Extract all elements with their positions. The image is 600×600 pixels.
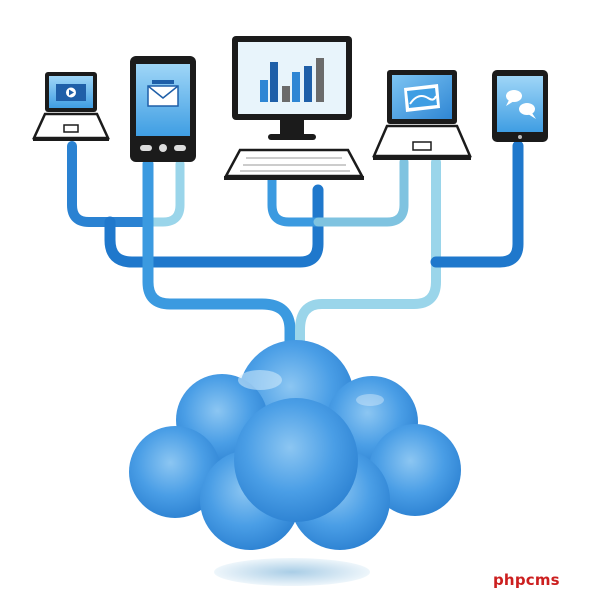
cable-desktop (267, 173, 323, 227)
connection-cables (67, 140, 524, 349)
cloud-icon (129, 340, 461, 586)
chat-bubbles-icon (506, 90, 536, 119)
smartphone-left (130, 56, 196, 162)
laptop-small-left (32, 72, 110, 141)
bar-chart-icon (260, 58, 324, 102)
photo-icon (404, 84, 440, 112)
desktop-monitor (223, 36, 365, 180)
cable-tablet (430, 140, 524, 268)
cable-laptop-right (313, 157, 409, 227)
envelope-icon (147, 80, 179, 107)
video-play-icon (56, 84, 86, 101)
cable-laptop-right-to-cloud (295, 157, 441, 348)
cable-laptop-left (67, 141, 153, 227)
tablet-right (492, 70, 548, 142)
keyboard (223, 148, 365, 178)
laptop-right (372, 70, 472, 160)
watermark-text: phpcms (493, 571, 560, 589)
cable-left-to-hub (104, 184, 324, 268)
cloud-shadow (214, 558, 370, 586)
cable-phone-to-cloud (142, 158, 296, 349)
cable-phone-light (143, 159, 185, 227)
